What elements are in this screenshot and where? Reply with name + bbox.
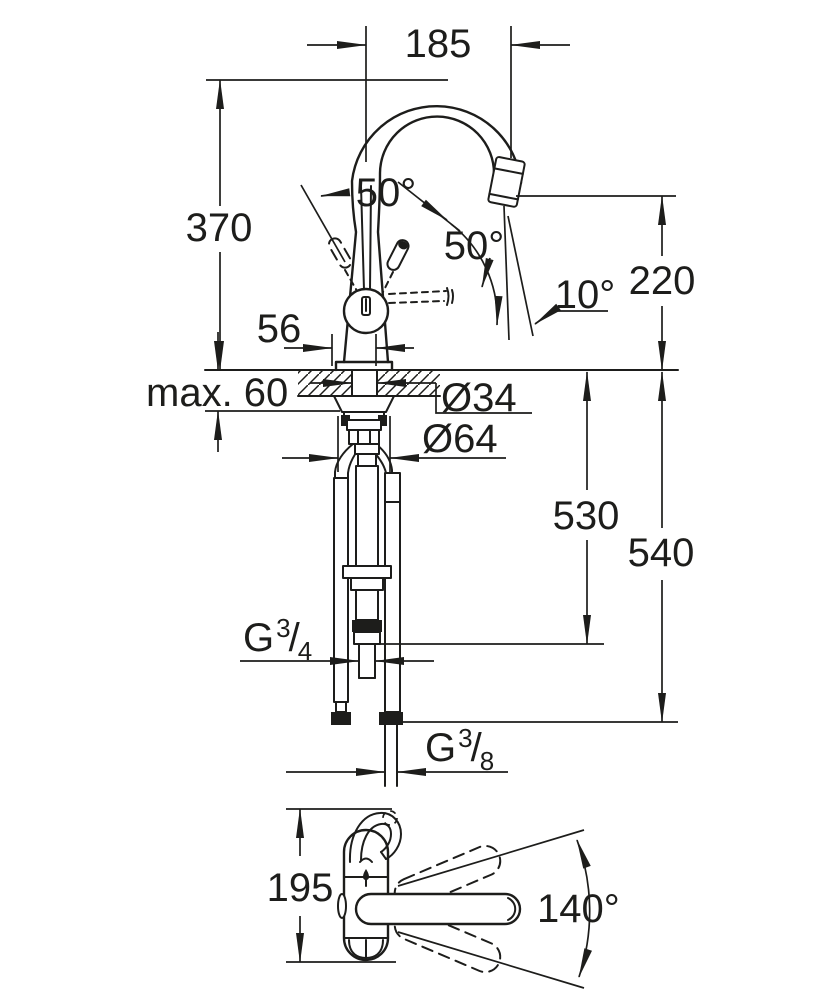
dim-50top-arrow-left (320, 188, 351, 197)
dim-label-height: 370 (186, 206, 253, 250)
mounting-washer (346, 419, 382, 431)
dim-label-shank-diameter: Ø34 (441, 376, 517, 420)
dimension-annotations-top: 195 140° (267, 808, 620, 963)
dim-label-lever-swing-top: 50° (356, 171, 417, 215)
left-hose-crimp (335, 701, 347, 713)
spray-head-band-bottom (488, 192, 519, 201)
water-drop-icon (363, 869, 369, 880)
dim-label-spray-head-angle: 10° (555, 273, 616, 317)
mounting-nut (348, 429, 380, 445)
right-hose-crimp (384, 472, 401, 503)
top-view-body (337, 810, 522, 962)
spray-arc-icon (359, 857, 373, 863)
spray-head (487, 156, 526, 208)
dim-label-hose-drop-inner: 530 (553, 494, 620, 538)
thread-pullout-prefix: G (243, 616, 274, 660)
spout-inner-outline (376, 115, 498, 364)
lever-angle-line-left (300, 184, 346, 263)
top-view: 195 140° (267, 808, 620, 989)
dim-label-center-offset: 56 (257, 307, 302, 351)
spout-and-body (334, 104, 534, 372)
handle-hub-side (337, 893, 347, 919)
dim-label-lever-swing-side: 50° (444, 224, 505, 268)
dim-dia34-leader (435, 383, 532, 414)
thread-supply-prefix: G (425, 726, 456, 770)
dim-label-base-diameter: Ø64 (422, 417, 498, 461)
center-hose-braid-upper (355, 465, 379, 567)
thread-supply-slash: / (471, 726, 483, 770)
hose-clamp-block (350, 577, 384, 591)
lever-solid-cap (398, 240, 408, 250)
dim-50side-leader (481, 257, 494, 288)
cartridge-line-right (369, 185, 372, 291)
head-axis-vertical (503, 205, 510, 341)
swivel-boundary-lower (397, 931, 585, 989)
center-crimp-lower (357, 453, 377, 467)
lever-solid-up-right (386, 239, 410, 271)
mounting-tab-left (341, 415, 350, 426)
spout-hook-outer (348, 811, 402, 863)
nozzle-circle-dashed (382, 810, 398, 826)
dim-label-hose-drop-outer: 540 (628, 531, 695, 575)
dim-50top-arrow-right (421, 199, 448, 221)
dim-label-swivel-range: 140° (537, 887, 620, 931)
swivel-arc-140 (576, 839, 592, 978)
spout-hook-tip-cap (380, 851, 387, 860)
spout-outer-outline (342, 104, 523, 364)
pullout-nut-upper (352, 620, 382, 632)
dim-10-leader-arrow (534, 303, 561, 325)
dim-label-deck-thickness: max. 60 (146, 371, 288, 415)
right-hose-braid (384, 501, 401, 713)
lever-ghost-end-tick-1 (446, 287, 450, 306)
base-plate (334, 360, 394, 372)
thread-pullout-slash: / (289, 616, 301, 660)
dim-label-body-length: 195 (267, 866, 334, 910)
handle-lever-positions (300, 181, 461, 306)
thread-pullout-denominator: 4 (298, 636, 312, 666)
lever-ghost-horizontal-top (388, 290, 447, 295)
lever-ghost-stem-left (344, 269, 358, 292)
spout-hook-inner (360, 822, 392, 861)
spray-head-band-top (493, 167, 524, 175)
lever-solid-top (354, 892, 522, 926)
hose-clamp-plate (342, 565, 392, 579)
right-hose-nut (379, 712, 403, 725)
dim-label-thread-supply: G3/8 (425, 723, 494, 776)
cartridge-line-left (360, 185, 365, 291)
left-hose-braid (333, 477, 349, 703)
lever-solid-stem (382, 271, 394, 293)
head-axis-tilted (507, 215, 534, 337)
pullout-nut-lower (353, 631, 381, 645)
dim-label-thread-pullout: G3/4 (243, 613, 312, 666)
left-hose-neck-outer (334, 443, 354, 479)
dim-label-outlet-height: 220 (629, 259, 696, 303)
undersink-hoses (331, 443, 403, 787)
dim-label-spout-reach: 185 (405, 22, 472, 66)
thread-supply-denominator: 8 (480, 746, 494, 776)
mounting-escutcheon (333, 395, 395, 413)
lever-tip-inner-arc (507, 897, 517, 921)
swivel-boundary-upper (397, 829, 585, 887)
center-hose-braid-lower (355, 589, 379, 621)
left-hose-nut (331, 712, 351, 725)
dimension-annotations-front: 185 370 50° 50° 10° 220 (146, 22, 695, 776)
thread-supply-numerator: 3 (458, 723, 472, 753)
center-crimp-upper (354, 443, 380, 455)
lever-ghost-horizontal-bottom (388, 300, 445, 304)
lever-ghost-up-left (328, 237, 352, 269)
front-view: 185 370 50° 50° 10° 220 (146, 22, 695, 787)
lever-ghost-end-tick-2 (451, 289, 454, 304)
thread-pullout-numerator: 3 (276, 613, 290, 643)
mounting-tab-right (378, 415, 387, 426)
